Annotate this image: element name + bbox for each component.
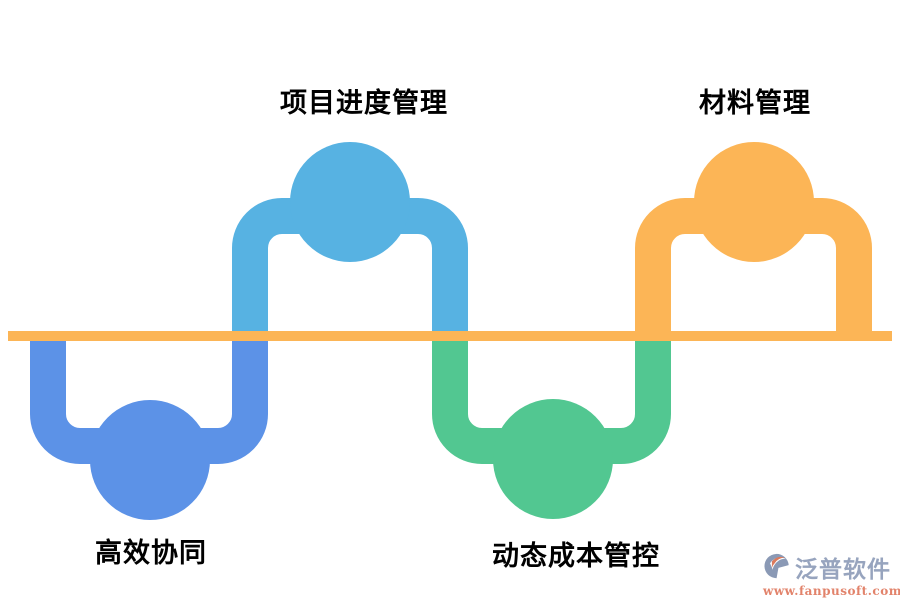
node-label-material: 材料管理 [699, 88, 811, 119]
vendor-logo: 泛普软件 www.fanpusoft.com [763, 550, 900, 598]
vendor-url: www.fanpusoft.com [763, 584, 900, 598]
node-circle-collab [90, 400, 210, 520]
fanpu-logo-icon [764, 553, 789, 579]
node-label-cost: 动态成本管控 [492, 541, 660, 572]
vendor-name: 泛普软件 [795, 557, 891, 583]
node-label-progress: 项目进度管理 [280, 88, 448, 119]
node-circle-cost [493, 399, 613, 519]
node-circle-material [694, 142, 814, 262]
timeline-baseline [8, 331, 892, 341]
node-circle-progress [290, 142, 410, 262]
node-label-collab: 高效协同 [95, 538, 207, 569]
